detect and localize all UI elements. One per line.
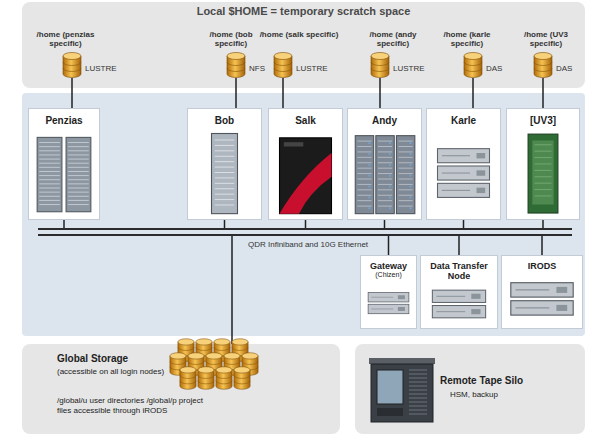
- fs-type: NFS: [249, 64, 265, 73]
- network-link: [388, 236, 390, 255]
- network-link: [282, 78, 284, 108]
- band-body: /global/u user directories /global/p pro…: [57, 396, 207, 416]
- service-box: IRODS: [501, 255, 583, 329]
- server-icon: [425, 284, 493, 325]
- cluster-name: Penzias: [29, 115, 99, 126]
- network-link: [542, 220, 544, 228]
- cluster-name: Karle: [427, 115, 500, 126]
- server-illustration: [511, 129, 575, 216]
- network-link: [458, 236, 460, 255]
- service-name: Data Transfer Node: [421, 261, 497, 281]
- server-illustration: [192, 129, 257, 216]
- cluster-name: Andy: [348, 115, 421, 126]
- scratch-band: Local $HOME = temporary scratch space/ho…: [22, 2, 585, 88]
- server-icon: [506, 274, 578, 325]
- disk-icon: [273, 52, 293, 78]
- home-disk: /home (karle specific) DAS: [432, 30, 502, 78]
- service-box: Data Transfer Node: [420, 255, 498, 329]
- fs-type: DAS: [486, 64, 502, 73]
- band-title: Local $HOME = temporary scratch space: [22, 5, 585, 17]
- cluster-box: Penzias: [28, 108, 100, 220]
- cluster-box: Salk: [268, 108, 343, 220]
- service-name: Gateway: [361, 261, 416, 271]
- server-illustration: [352, 129, 417, 216]
- storage-panel: [22, 344, 340, 434]
- disk-path: /home (bob specific): [204, 30, 258, 48]
- network-link: [384, 220, 386, 228]
- cluster-box: [UV3]: [506, 108, 580, 220]
- global-storage-band: Global Storage (accessible on all login n…: [22, 344, 340, 434]
- server-icon: [365, 282, 412, 325]
- network-link: [235, 78, 237, 108]
- server-illustration: [431, 129, 496, 216]
- compute-panel: [22, 93, 585, 336]
- network-link: [379, 78, 381, 108]
- band-heading: Global Storage: [57, 353, 128, 364]
- home-disk: /home (salk specific) LUSTRE: [259, 30, 339, 78]
- server-illustration: [33, 129, 95, 216]
- disk-icon: [226, 52, 246, 78]
- network-link: [305, 220, 307, 228]
- disk-icon: [533, 52, 553, 78]
- fs-type: LUSTRE: [296, 64, 328, 73]
- home-disk: /home (andy specific) LUSTRE: [358, 30, 428, 78]
- cluster-box: Andy: [347, 108, 422, 220]
- network-link: [463, 220, 465, 228]
- disk-path: /home (penzias specific): [28, 30, 103, 48]
- band-body: HSM, backup: [450, 390, 498, 399]
- scratch-panel: [22, 2, 585, 88]
- fs-type: DAS: [556, 64, 572, 73]
- network-link: [71, 78, 73, 108]
- band-subheading: (accessible on all login nodes): [57, 367, 164, 376]
- network-link: [542, 78, 544, 108]
- disk-path: /home (salk specific): [259, 30, 339, 39]
- network-link: [541, 236, 543, 255]
- network-link: [231, 236, 233, 344]
- tape-library-icon: [367, 352, 437, 426]
- cluster-box: Bob: [187, 108, 262, 220]
- fs-type: LUSTRE: [393, 64, 425, 73]
- disk-icon: [463, 52, 483, 78]
- cluster-name: Salk: [269, 115, 342, 126]
- band-heading: Remote Tape Silo: [440, 375, 523, 386]
- host-name: (Chizen): [361, 271, 416, 279]
- cluster-name: Bob: [188, 115, 261, 126]
- bus-label: QDR Infiniband and 10G Ethernet: [248, 240, 368, 249]
- home-disk: /home (bob specific)NFS: [204, 30, 258, 78]
- cluster-name: [UV3]: [507, 115, 579, 126]
- network-link: [472, 78, 474, 108]
- disk-array-icon: [167, 338, 267, 394]
- fs-type: LUSTRE: [85, 64, 117, 73]
- disk-icon: [62, 52, 82, 78]
- home-disk: /home (penzias specific)LUSTRE: [28, 30, 103, 78]
- disk-icon: [370, 52, 390, 78]
- service-box: Gateway(Chizen): [360, 255, 417, 329]
- network-link: [224, 220, 226, 228]
- service-name: IRODS: [502, 261, 582, 271]
- disk-path: /home (UV3 specific): [511, 30, 581, 48]
- tape-silo-band: Remote Tape SiloHSM, backup: [355, 344, 585, 434]
- server-illustration: [273, 129, 338, 216]
- network-link: [63, 220, 65, 228]
- network-bus: QDR Infiniband and 10G Ethernet: [38, 228, 572, 236]
- home-disk: /home (UV3 specific) DAS: [511, 30, 581, 78]
- cluster-box: Karle: [426, 108, 501, 220]
- tape-panel: [355, 344, 585, 434]
- disk-path: /home (andy specific): [358, 30, 428, 48]
- disk-path: /home (karle specific): [432, 30, 502, 48]
